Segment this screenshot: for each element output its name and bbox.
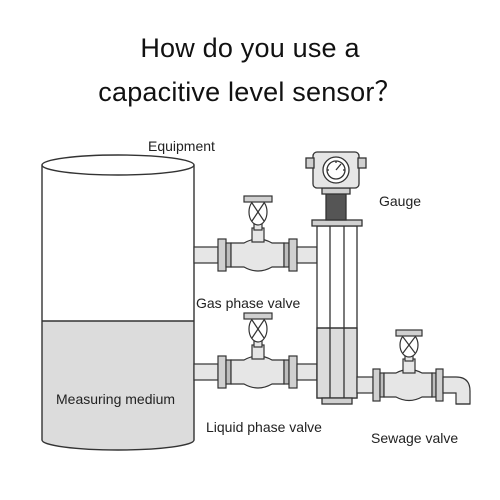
sewage-valve-label: Sewage valve — [371, 430, 459, 446]
gas-phase-line — [193, 195, 318, 272]
liquid-phase-valve[interactable] — [230, 312, 285, 389]
gauge-icon — [305, 151, 367, 221]
sewage-valve[interactable] — [383, 329, 433, 402]
measuring-medium-label: Measuring medium — [56, 391, 176, 407]
gas-phase-valve-label: Gas phase valve — [196, 295, 301, 311]
gauge-label: Gauge — [379, 193, 422, 209]
liquid-phase-line — [193, 312, 318, 389]
equipment-tank — [41, 154, 195, 451]
sensor-column — [311, 219, 363, 405]
title-line-1: How do you use a — [140, 33, 360, 63]
equipment-label: Equipment — [148, 138, 215, 154]
gas-phase-valve[interactable] — [230, 195, 285, 272]
sewage-line — [356, 329, 471, 405]
title-line-2: capacitive level sensor？ — [98, 77, 402, 107]
liquid-phase-valve-label: Liquid phase valve — [206, 419, 322, 435]
measuring-medium-fill — [42, 321, 194, 450]
